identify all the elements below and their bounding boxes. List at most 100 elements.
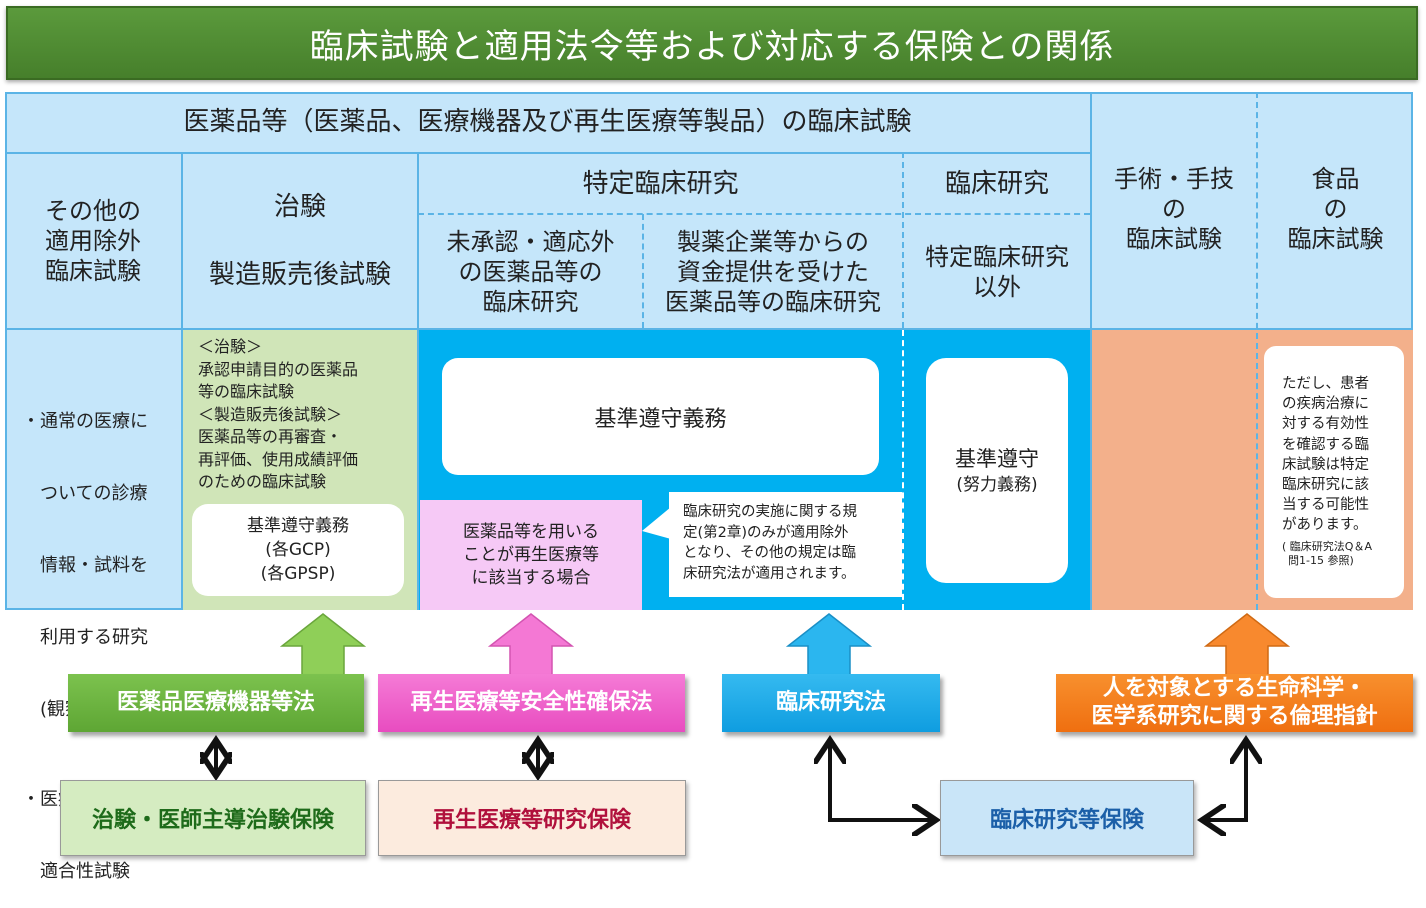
law-regen-text: 再生医療等安全性確保法: [410, 690, 653, 715]
law-pmd-text: 医薬品医療機器等法: [116, 690, 315, 715]
header-unapproved-line-1: 未承認・適応外: [446, 227, 615, 256]
grid-dash-h-1: [418, 213, 1090, 215]
other-item-line: 情報・試料を: [22, 555, 148, 576]
header-food-line-3: 臨床試験: [1287, 225, 1384, 253]
regen-case-line: に該当する場合: [471, 567, 591, 588]
other-item-line: ・通常の医療に: [22, 411, 148, 432]
food-note-box: ただし、患者 の疾病治療に 対する有効性 を確認する臨 床試験は特定 臨床研究に…: [1264, 346, 1404, 598]
surgery-body-cell: [1091, 329, 1257, 610]
header-unapproved: 未承認・適応外 の医薬品等の 臨床研究: [419, 215, 642, 328]
header-surgery-line-3: 臨床試験: [1126, 225, 1222, 253]
header-non-specified-line-1: 特定臨床研究: [925, 242, 1069, 271]
connectors: [0, 0, 1426, 874]
effort-main-text: 基準遵守: [955, 446, 1039, 471]
food-note-line: 臨床研究に該: [1282, 477, 1369, 494]
insurance-chiken-box: 治験・医師主導治験保険: [60, 780, 366, 856]
grid-hline-2: [5, 328, 1413, 330]
chiken-line: ＜製造販売後試験＞: [198, 404, 343, 424]
grid-dash-v-2: [902, 152, 904, 328]
header-non-specified: 特定臨床研究 以外: [904, 215, 1090, 328]
header-post-marketing-text: 製造販売後試験: [208, 260, 391, 290]
grid-vline-3: [1090, 92, 1092, 610]
gcp-line: 基準遵守義務: [247, 516, 349, 536]
header-chiken: 治験 製造販売後試験: [183, 154, 417, 328]
header-food-line-2: の: [1323, 195, 1348, 223]
clinical-connector-icon: [830, 744, 932, 820]
compliance-duty-box: 基準遵守義務: [442, 358, 879, 475]
grid-vline-1: [181, 152, 183, 610]
header-other-exempt: その他の 適用除外 臨床試験: [5, 154, 181, 328]
header-industry-line-1: 製薬企業等からの: [677, 227, 869, 256]
food-note-line: ただし、患者: [1282, 376, 1369, 392]
compliance-duty-text: 基準遵守義務: [594, 406, 727, 432]
grid-vline-2: [417, 152, 419, 610]
header-food-line-1: 食品: [1311, 165, 1360, 193]
law-regen-box: 再生医療等安全性確保法: [378, 674, 685, 732]
food-note-line: 対する有効性: [1282, 416, 1369, 433]
up-arrow-green-icon: [280, 613, 366, 678]
up-arrow-pink-icon: [488, 613, 574, 678]
header-surgery: 手術・手技 の 臨床試験: [1092, 94, 1256, 328]
effort-sub-text: (努力義務): [956, 474, 1038, 495]
chiken-line: 承認申請目的の医薬品: [198, 359, 359, 379]
chiken-description: ＜治験＞ 承認申請目的の医薬品 等の臨床試験 ＜製造販売後試験＞ 医薬品等の再審…: [198, 336, 413, 494]
header-drug-trials: 医薬品等（医薬品、医療機器及び再生医療等製品）の臨床試験: [5, 92, 1090, 152]
insurance-regen-text: 再生医療等研究保険: [432, 808, 631, 833]
food-note-line: 床試験は特定: [1282, 456, 1369, 473]
insurance-regen-box: 再生医療等研究保険: [378, 780, 686, 856]
regen-case-box: 医薬品等を用いる ことが再生医療等 に該当する場合: [420, 500, 642, 610]
chiken-line: のための臨床試験: [198, 472, 327, 491]
food-ref-line: ( 臨床研究法Q＆A: [1282, 539, 1372, 553]
callout-line: となり、その他の規定は臨: [683, 545, 856, 561]
header-specified-clinical: 特定臨床研究: [419, 154, 902, 213]
header-clinical-research: 臨床研究: [904, 154, 1090, 213]
food-note-line: 当する可能性: [1282, 497, 1369, 514]
header-clinical-text: 臨床研究: [944, 168, 1049, 199]
header-other-line-1: その他の: [45, 197, 141, 225]
page-title-text: 臨床試験と適用法令等および対応する保険との関係: [309, 26, 1115, 67]
gcp-line: (各GCP): [265, 540, 331, 560]
header-industry-line-2: 資金提供を受けた: [677, 257, 869, 286]
law-ethics-box: 人を対象とする生命科学・ 医学系研究に関する倫理指針: [1056, 674, 1413, 732]
header-industry-funded: 製薬企業等からの 資金提供を受けた 医薬品等の臨床研究: [644, 215, 902, 328]
law-ethics-line-1: 人を対象とする生命科学・: [1102, 676, 1367, 701]
chiken-line: 医薬品等の再審査・: [198, 427, 343, 446]
chiken-line: 再評価、使用成績評価: [198, 449, 359, 469]
insurance-clinical-text: 臨床研究等保険: [989, 808, 1144, 833]
header-non-specified-line-2: 以外: [973, 272, 1021, 301]
law-clinical-text: 臨床研究法: [775, 690, 886, 715]
header-industry-line-3: 医薬品等の臨床研究: [665, 287, 881, 316]
law-ethics-line-2: 医学系研究に関する倫理指針: [1091, 704, 1378, 729]
callout-line: 定(第2章)のみが適用除外: [683, 524, 849, 541]
grid-hline-1: [5, 152, 1092, 154]
grid-dash-v-1: [642, 214, 644, 328]
gcp-line: (各GPSP): [260, 564, 336, 584]
chiken-line: ＜治験＞: [198, 337, 263, 356]
food-ref-line: 問1-15 参照): [1288, 553, 1354, 567]
header-other-line-3: 臨床試験: [45, 257, 141, 285]
page-title: 臨床試験と適用法令等および対応する保険との関係: [6, 6, 1418, 80]
food-note-line: を確認する臨: [1282, 436, 1369, 453]
food-ref-text: ( 臨床研究法Q＆A 問1-15 参照): [1282, 540, 1404, 568]
law-pmd-box: 医薬品医療機器等法: [68, 674, 364, 732]
callout-line: 臨床研究の実施に関する規: [683, 504, 857, 520]
header-other-line-2: 適用除外: [45, 227, 141, 255]
law-clinical-box: 臨床研究法: [722, 674, 940, 732]
header-surgery-line-1: 手術・手技: [1114, 165, 1234, 193]
regen-case-line: ことが再生医療等: [463, 544, 599, 565]
other-item-line: 利用する研究: [22, 627, 148, 648]
ethics-connector-icon: [1206, 744, 1246, 820]
header-food: 食品 の 臨床試験: [1258, 94, 1413, 328]
up-arrow-orange-icon: [1204, 613, 1290, 678]
header-unapproved-line-3: 臨床研究: [482, 287, 579, 316]
header-drug-trials-text: 医薬品等（医薬品、医療機器及び再生医療等製品）の臨床試験: [183, 107, 912, 137]
chiken-line: 等の臨床試験: [198, 382, 295, 401]
callout-pointer: [642, 507, 671, 539]
up-arrow-blue-icon: [786, 613, 872, 678]
grid-dash-v-body: [902, 330, 904, 610]
insurance-clinical-box: 臨床研究等保険: [940, 780, 1194, 856]
callout-line: 床研究法が適用されます。: [683, 565, 856, 582]
callout-box: 臨床研究の実施に関する規 定(第2章)のみが適用除外 となり、その他の規定は臨 …: [669, 492, 902, 597]
header-specified-text: 特定臨床研究: [582, 168, 739, 199]
header-surgery-line-2: の: [1162, 195, 1186, 223]
